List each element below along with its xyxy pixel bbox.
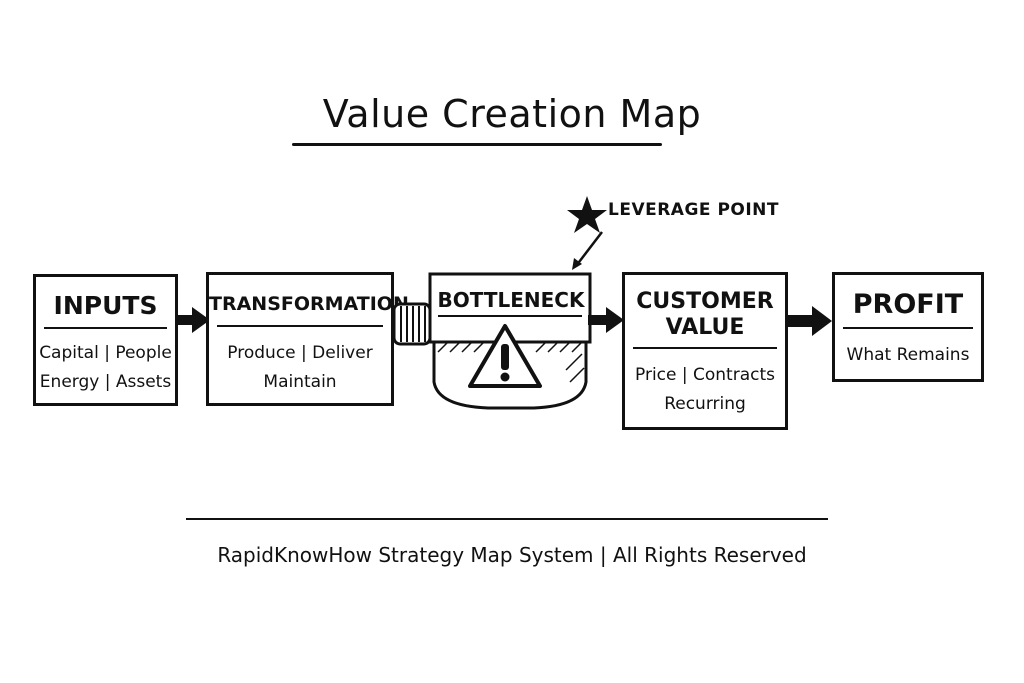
customer-value-heading-line-1: CUSTOMER [636,289,774,314]
customer-value-line-1: Price | Contracts [635,365,775,385]
customer-value-divider [633,347,777,349]
inputs-line-1: Capital | People [39,343,172,363]
profit-heading: PROFIT [852,289,964,320]
title-underline [292,143,662,146]
star-icon [567,196,607,233]
profit-body: What Remains [835,341,981,370]
transformation-line-2: Maintain [263,372,337,392]
footer-divider [186,518,828,520]
inputs-body: Capital | People Energy | Assets [36,339,175,397]
transformation-divider [217,325,383,327]
transformation-heading: TRANSFORMATION [209,293,409,315]
transformation-box: TRANSFORMATION Produce | Deliver Maintai… [206,272,409,406]
inputs-divider [44,327,167,329]
arrow-right-icon [786,306,832,336]
pipe-connector-icon [392,302,432,346]
leverage-point-label: LEVERAGE POINT [608,200,780,220]
customer-value-line-2: Recurring [664,394,746,414]
inputs-box: INPUTS Capital | People Energy | Assets [33,274,178,406]
customer-value-heading-line-2: VALUE [665,315,745,340]
arrow-right-icon [588,307,624,333]
profit-box: PROFIT What Remains [832,272,984,382]
inputs-line-2: Energy | Assets [39,372,172,392]
customer-value-box: CUSTOMER VALUE Price | Contracts Recurri… [622,272,788,430]
customer-value-heading: CUSTOMER VALUE [625,289,785,341]
customer-value-body: Price | Contracts Recurring [625,361,785,419]
arrow-right-icon [176,307,210,333]
inputs-heading: INPUTS [53,291,158,320]
footer-text: RapidKnowHow Strategy Map System | All R… [217,543,807,567]
profit-line-1: What Remains [846,345,970,365]
transformation-line-1: Produce | Deliver [227,343,373,363]
bottleneck-shape [428,272,592,410]
profit-divider [843,327,973,329]
bottleneck-heading: BOTTLENECK [437,288,585,312]
warning-icon [468,324,542,388]
pointer-arrow-icon [572,231,603,270]
transformation-body: Produce | Deliver Maintain [209,339,391,397]
page-title: Value Creation Map [322,92,702,136]
